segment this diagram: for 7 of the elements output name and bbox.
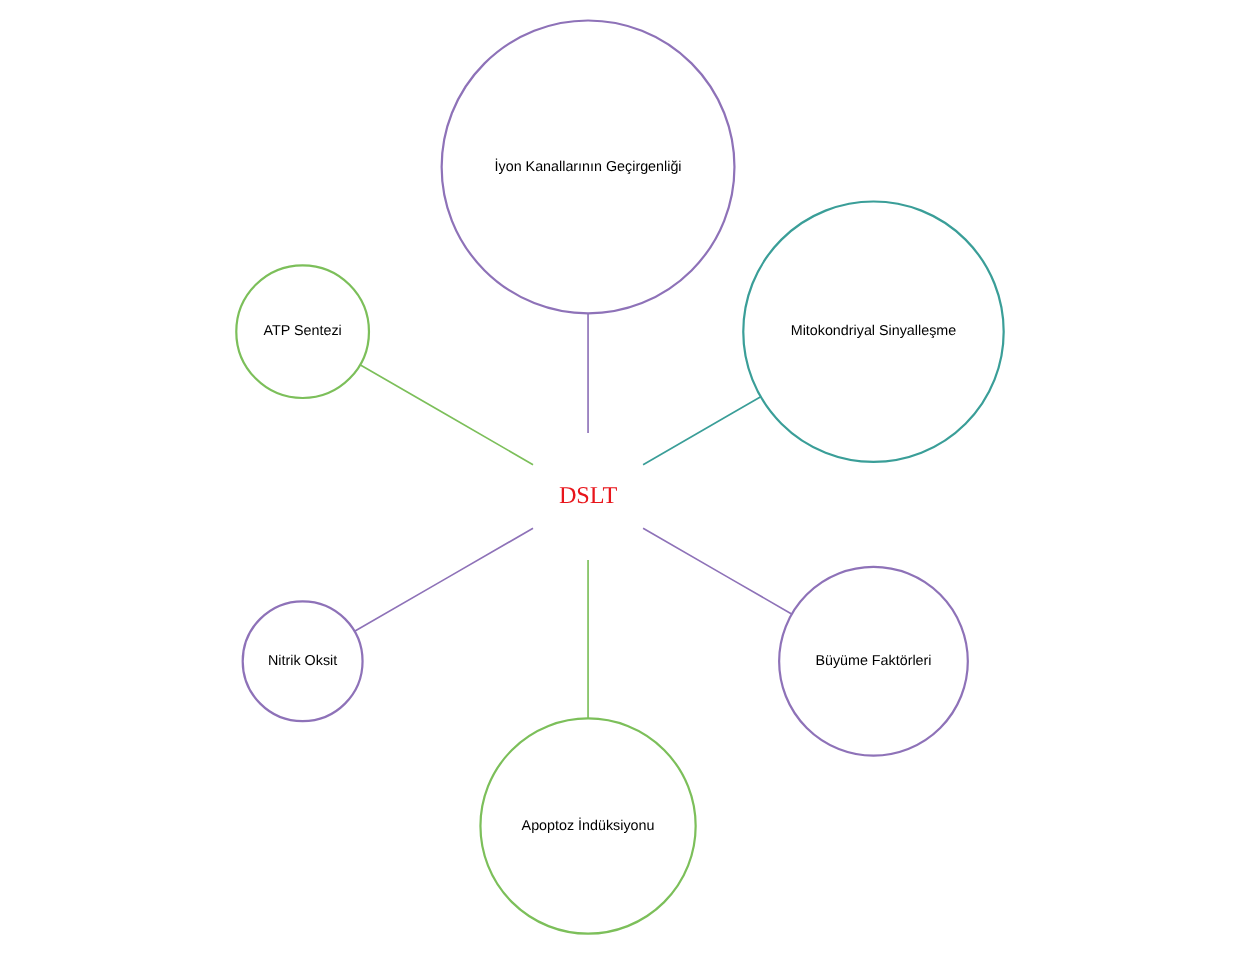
connector xyxy=(352,527,533,633)
connector xyxy=(586,559,588,720)
connector xyxy=(586,312,588,434)
connector xyxy=(358,364,533,466)
connector xyxy=(641,527,792,615)
node-text: DSLT xyxy=(557,480,617,509)
connector xyxy=(641,395,761,466)
